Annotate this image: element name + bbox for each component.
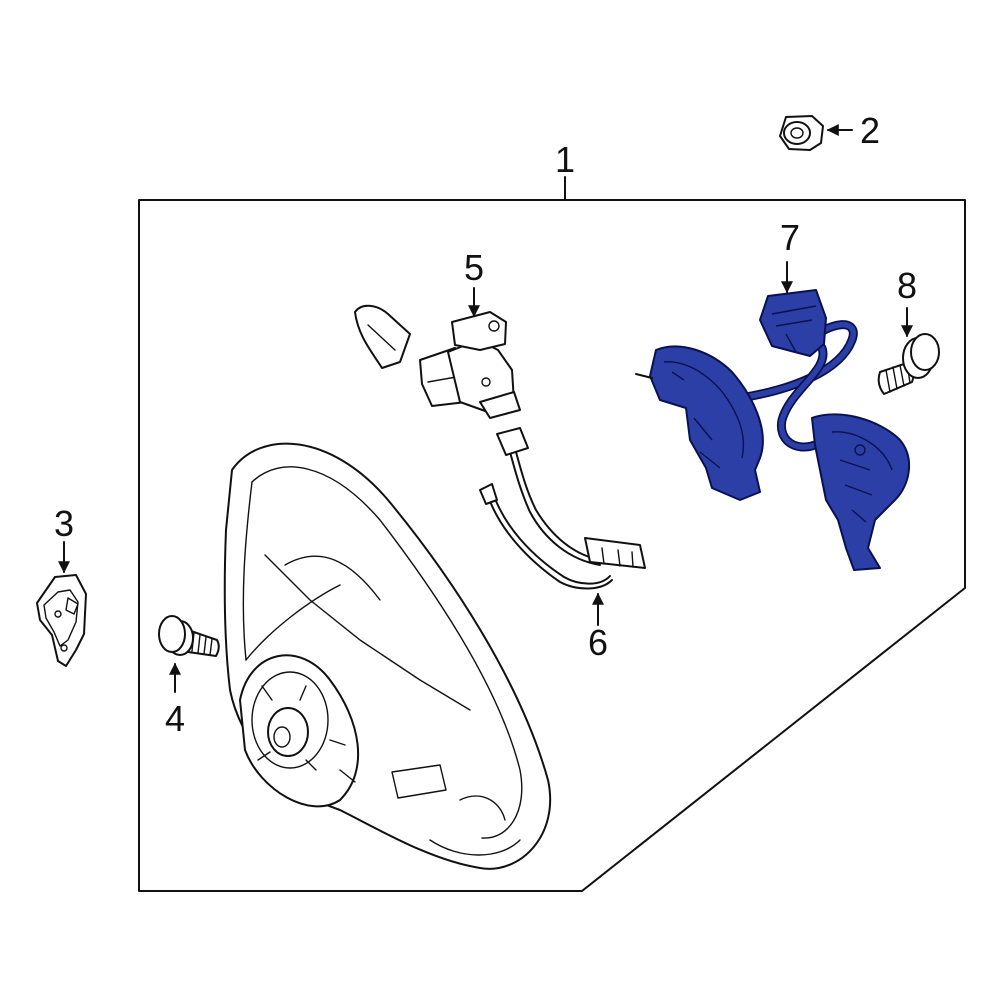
callout-6: 6 <box>588 622 608 663</box>
bracket-cover-part[interactable] <box>36 574 87 667</box>
nut-part[interactable] <box>779 115 824 151</box>
steering-wheel-part[interactable] <box>223 442 552 870</box>
callout-3: 3 <box>54 503 74 544</box>
callout-2: 2 <box>860 110 880 151</box>
wire-harness-part[interactable] <box>479 427 646 590</box>
assembly-panel <box>138 199 966 892</box>
callout-4: 4 <box>165 698 185 739</box>
callout-8: 8 <box>897 265 917 306</box>
switch-assembly-part[interactable] <box>354 304 521 419</box>
callout-7: 7 <box>780 217 800 258</box>
callout-1: 1 <box>555 139 575 180</box>
callout-5: 5 <box>464 247 484 288</box>
wiring-switch-assembly-part[interactable] <box>635 289 911 571</box>
bolt-part-4[interactable] <box>158 615 220 657</box>
bolt-part-8[interactable] <box>877 333 940 395</box>
